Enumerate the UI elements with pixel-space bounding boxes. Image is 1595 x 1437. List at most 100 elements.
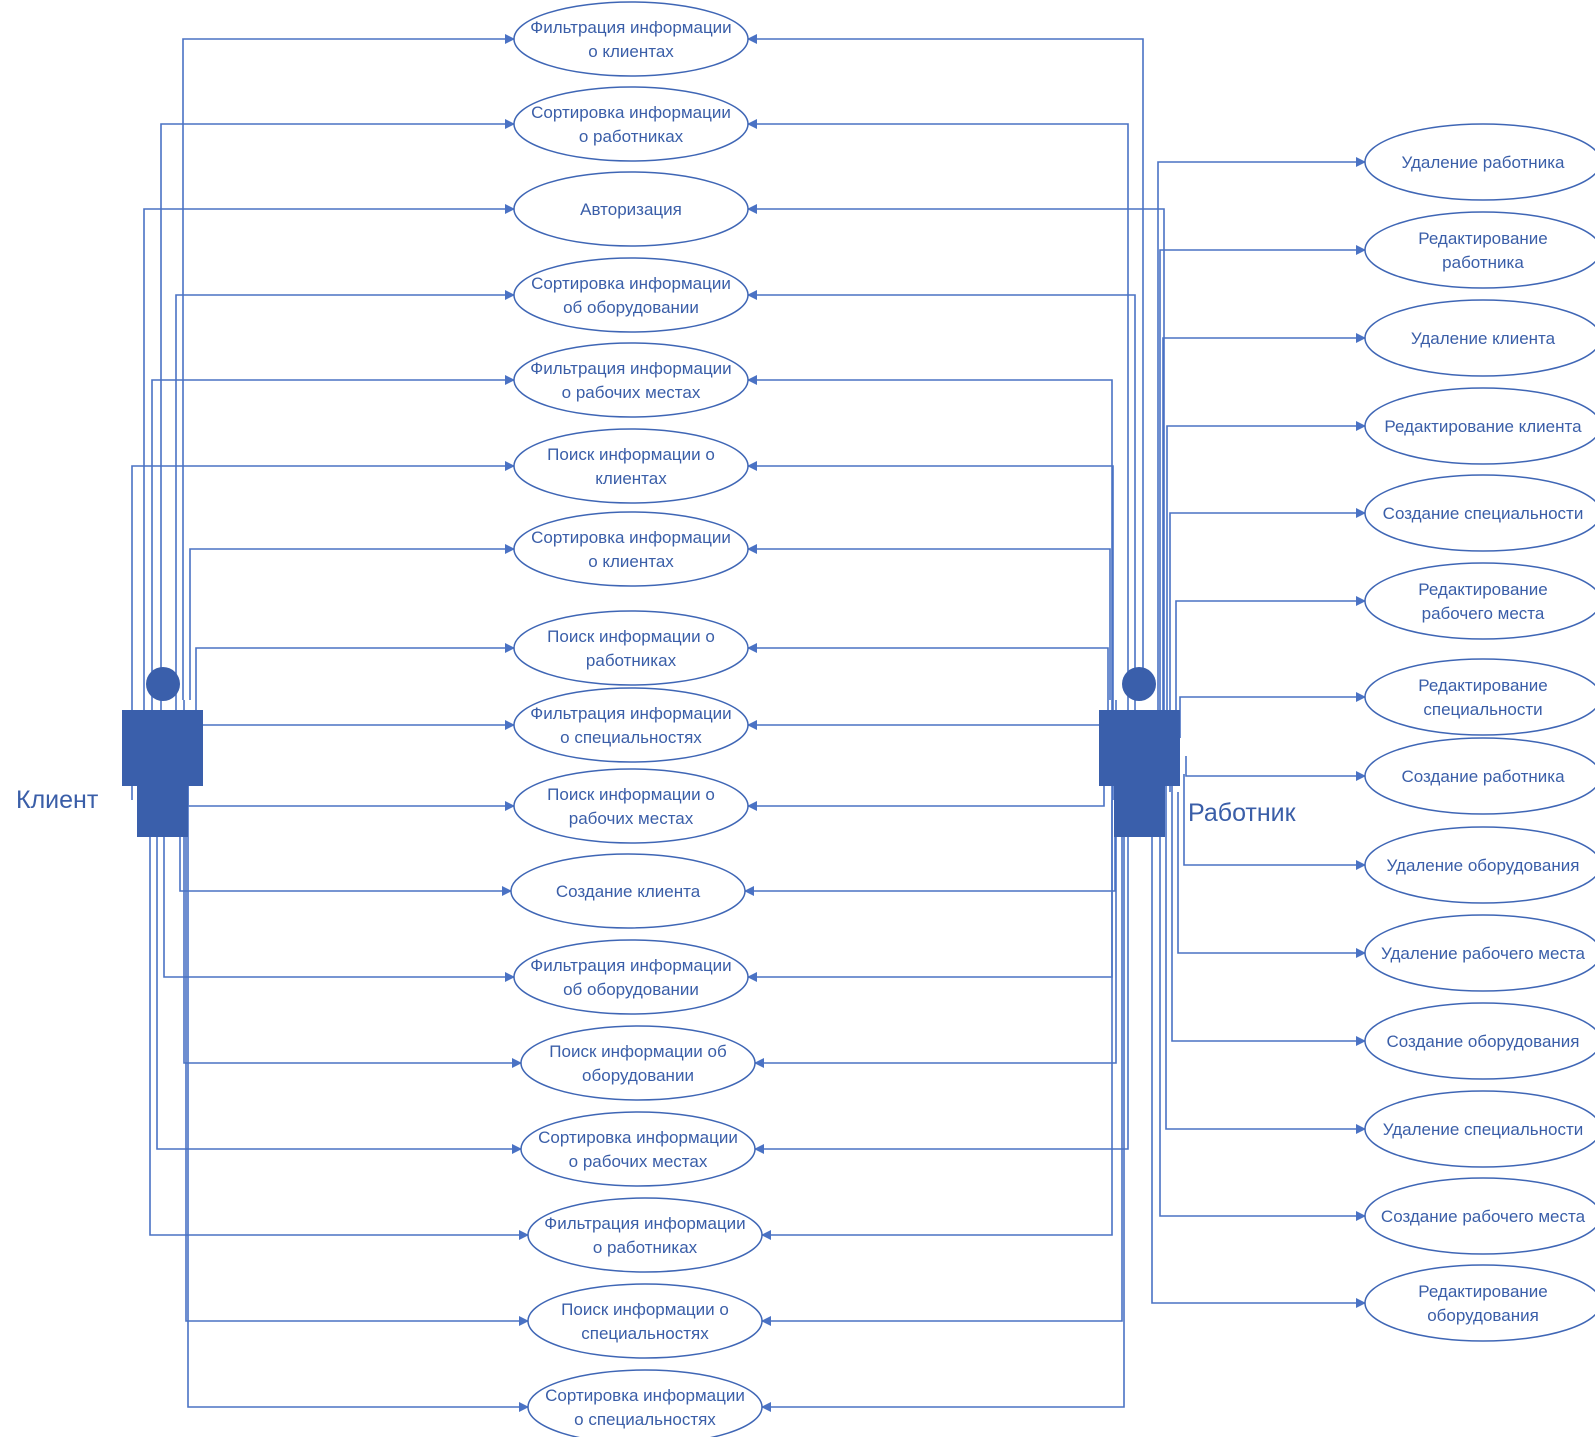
use-case-ellipse: [527, 1197, 763, 1273]
use-case-ellipse: [513, 342, 749, 418]
use-case-label: Фильтрация информации: [544, 1214, 745, 1233]
use-case-label: о специальностях: [574, 1410, 716, 1429]
association-line: [1171, 720, 1366, 1046]
use-case-create-client[interactable]: Создание клиента: [510, 853, 746, 929]
use-case-ellipse: [513, 171, 749, 247]
use-case-ellipse: [513, 428, 749, 504]
use-case-label: Поиск информации о: [547, 627, 715, 646]
association-lines: [131, 34, 1366, 1412]
use-case-create-workplace[interactable]: Создание рабочего места: [1364, 1177, 1595, 1255]
association-line: [747, 643, 1109, 720]
use-case-label: Удаление специальности: [1383, 1120, 1584, 1139]
use-case-label: Фильтрация информации: [530, 704, 731, 723]
use-case-search-workers[interactable]: Поиск информации о работниках: [513, 610, 749, 686]
use-case-delete-specialty[interactable]: Удаление специальности: [1364, 1090, 1595, 1168]
association-line: [163, 800, 515, 982]
association-line: [747, 204, 1165, 740]
use-case-ellipse: [513, 257, 749, 333]
use-case-ellipse: [513, 687, 749, 763]
use-case-delete-equipment[interactable]: Удаление оборудования: [1364, 826, 1595, 904]
use-case-label: оборудовании: [582, 1066, 694, 1085]
use-case-label: специальности: [1423, 700, 1542, 719]
association-line: [1185, 756, 1366, 781]
association-line: [747, 290, 1136, 760]
use-case-ellipse: [520, 1111, 756, 1187]
use-case-delete-client[interactable]: Удаление клиента: [1364, 299, 1595, 377]
use-case-ellipse: [1364, 737, 1595, 815]
association-line: [747, 461, 1114, 800]
use-case-label: специальностях: [581, 1324, 709, 1343]
use-case-filter-clients[interactable]: Фильтрация информации о клиентах: [513, 1, 749, 77]
use-case-sort-specialties[interactable]: Сортировка информации о специальностях: [527, 1369, 763, 1437]
association-line: [761, 740, 1113, 1240]
association-line: [761, 780, 1125, 1412]
use-case-ellipse: [527, 1283, 763, 1359]
use-case-label: о клиентах: [588, 42, 674, 61]
association-line: [747, 119, 1129, 720]
use-case-ellipse: [1364, 387, 1595, 465]
use-case-label: Создание работника: [1401, 767, 1565, 786]
association-line: [1162, 333, 1366, 756]
use-case-edit-client[interactable]: Редактирование клиента: [1364, 387, 1595, 465]
use-case-label: клиентах: [595, 469, 667, 488]
use-case-label: Сортировка информации: [538, 1128, 738, 1147]
use-case-label: о клиентах: [588, 552, 674, 571]
association-line: [151, 375, 515, 780]
use-case-label: Сортировка информации: [531, 103, 731, 122]
use-case-create-equipment[interactable]: Создание оборудования: [1364, 1002, 1595, 1080]
use-case-sort-workers[interactable]: Сортировка информации о работниках: [513, 86, 749, 162]
use-case-create-specialty[interactable]: Создание специальности: [1364, 474, 1595, 552]
association-line: [187, 780, 529, 1412]
use-case-label: Фильтрация информации: [530, 956, 731, 975]
association-line: [747, 720, 1131, 740]
use-case-label: Сортировка информации: [545, 1386, 745, 1405]
association-line: [1183, 774, 1366, 870]
use-case-ellipse: [1364, 1002, 1595, 1080]
association-line: [185, 760, 529, 1326]
use-case-label: о работниках: [579, 127, 684, 146]
use-case-delete-worker[interactable]: Удаление работника: [1364, 123, 1595, 201]
association-line: [179, 780, 512, 896]
use-case-delete-workplace[interactable]: Удаление рабочего места: [1364, 914, 1595, 992]
use-case-auth[interactable]: Авторизация: [513, 171, 749, 247]
use-case-ellipse: [513, 511, 749, 587]
user-icon: [122, 667, 203, 837]
association-line: [747, 544, 1111, 700]
association-line: [1159, 756, 1366, 1221]
use-case-create-worker[interactable]: Создание работника: [1364, 737, 1595, 815]
use-case-label: рабочих местах: [569, 809, 694, 828]
use-case-label: Поиск информации об: [549, 1042, 727, 1061]
client-actor[interactable]: Клиент: [16, 667, 203, 837]
use-case-label: работниках: [586, 651, 677, 670]
worker-actor[interactable]: Работник: [1099, 667, 1297, 837]
use-case-ellipse: [1364, 1264, 1595, 1342]
association-line: [744, 780, 1116, 896]
use-case-ellipse: [1364, 299, 1595, 377]
use-case-ellipse: [510, 853, 746, 929]
use-case-ellipse: [513, 768, 749, 844]
use-case-label: Редактирование клиента: [1384, 417, 1582, 436]
association-line: [183, 700, 522, 1068]
use-case-sort-clients[interactable]: Сортировка информации о клиентах: [513, 511, 749, 587]
use-case-search-equipment[interactable]: Поиск информации об оборудовании: [520, 1025, 756, 1101]
use-case-label: Сортировка информации: [531, 528, 731, 547]
association-line: [1179, 692, 1366, 738]
association-line: [754, 700, 1117, 1068]
use-case-label: Фильтрация информации: [530, 18, 731, 37]
association-line: [149, 740, 529, 1240]
association-line: [1177, 792, 1366, 958]
